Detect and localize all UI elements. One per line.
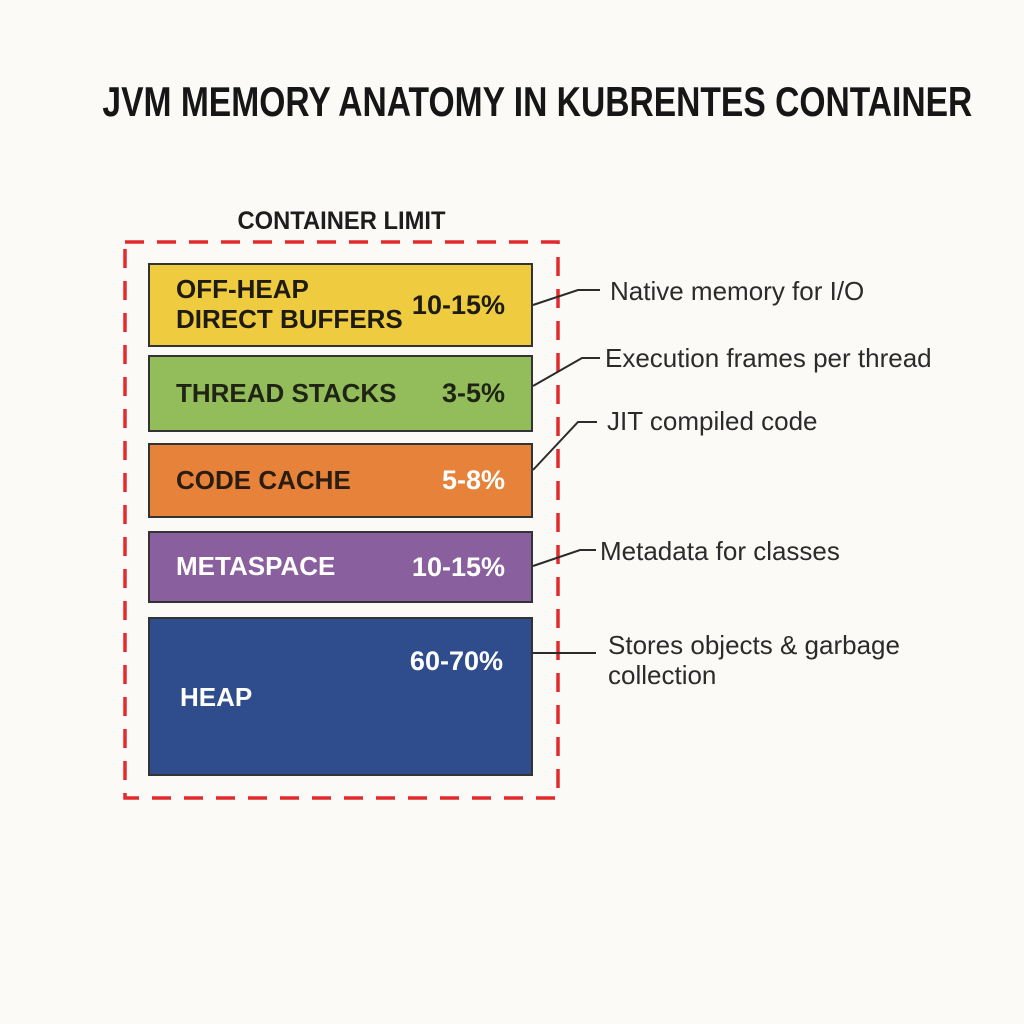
segment-heap: 60-70% HEAP [148,617,533,776]
leader-line-metaspace [532,549,596,567]
segment-percent: 60-70% [409,646,503,676]
segment-label: THREAD STACKS [176,377,397,408]
segment-thread-stacks: THREAD STACKS 3-5% [148,355,533,432]
segment-percent: 10-15% [411,551,505,582]
segment-off-heap-direct-buffers: OFF-HEAP DIRECT BUFFERS 10-15% [148,263,533,347]
segment-label: METASPACE [176,551,336,582]
segment-label: CODE CACHE [176,464,351,495]
diagram-title: JVM MEMORY ANATOMY IN KUBRENTES CONTAINE… [102,78,973,125]
annotation-off-heap: Native memory for I/O [610,276,865,306]
leader-line-thread-stacks [532,357,600,387]
annotation-code-cache: JIT compiled code [607,406,818,436]
leader-line-code-cache [532,421,597,471]
segment-code-cache: CODE CACHE 5-8% [148,443,533,518]
segment-label: OFF-HEAP DIRECT BUFFERS [176,274,403,334]
annotation-heap: Stores objects & garbage collection [608,630,900,690]
segment-percent: 10-15% [411,289,505,320]
segment-percent: 5-8% [441,465,505,495]
segment-metaspace: METASPACE 10-15% [148,531,533,603]
annotation-thread-stacks: Execution frames per thread [605,343,932,373]
container-limit-label: CONTAINER LIMIT [237,207,446,235]
annotation-metaspace: Metadata for classes [600,536,840,566]
segment-percent: 3-5% [441,378,505,408]
leader-line-off-heap [532,289,600,306]
segment-label: HEAP [180,682,253,712]
